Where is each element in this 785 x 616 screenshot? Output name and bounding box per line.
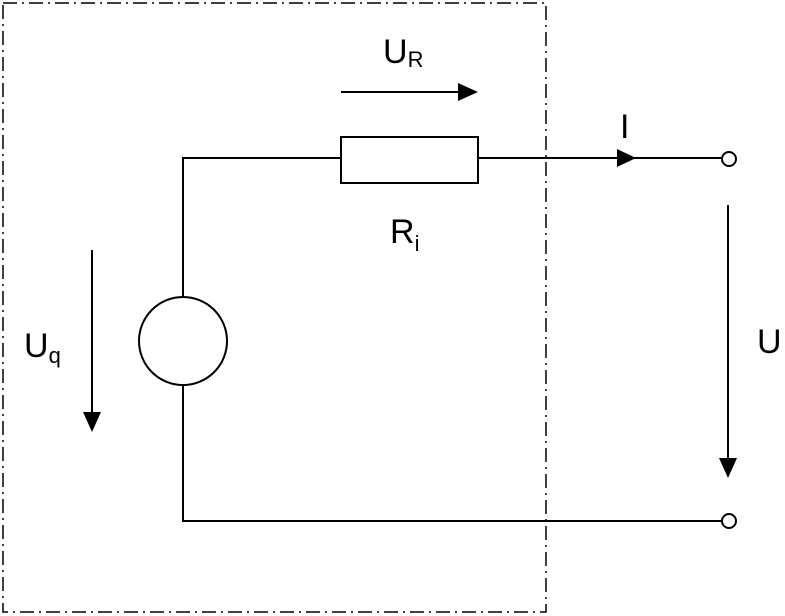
u-arrowhead-icon	[719, 458, 737, 478]
wire-bottom	[182, 385, 722, 522]
label-ri-sub: i	[415, 231, 420, 256]
uq-arrowhead-icon	[83, 412, 101, 432]
label-ri: Ri	[390, 213, 419, 256]
label-u: U	[757, 323, 782, 361]
voltage-source	[138, 296, 228, 386]
label-uq-main: U	[24, 327, 49, 365]
label-uq: Uq	[24, 327, 61, 368]
source-enclosure-boundary	[2, 2, 547, 613]
label-current: I	[620, 108, 629, 146]
wire-left-top	[182, 157, 341, 297]
terminal-top	[721, 151, 737, 167]
label-ur: UR	[383, 33, 423, 72]
label-ur-main: U	[383, 33, 408, 71]
label-ri-main: R	[390, 213, 415, 251]
ur-arrowhead-icon	[458, 83, 478, 101]
current-arrow-icon	[617, 149, 636, 167]
label-ur-sub: R	[408, 47, 424, 72]
resistor-ri	[340, 136, 479, 184]
label-uq-sub: q	[49, 343, 61, 368]
terminal-bottom	[721, 513, 737, 529]
